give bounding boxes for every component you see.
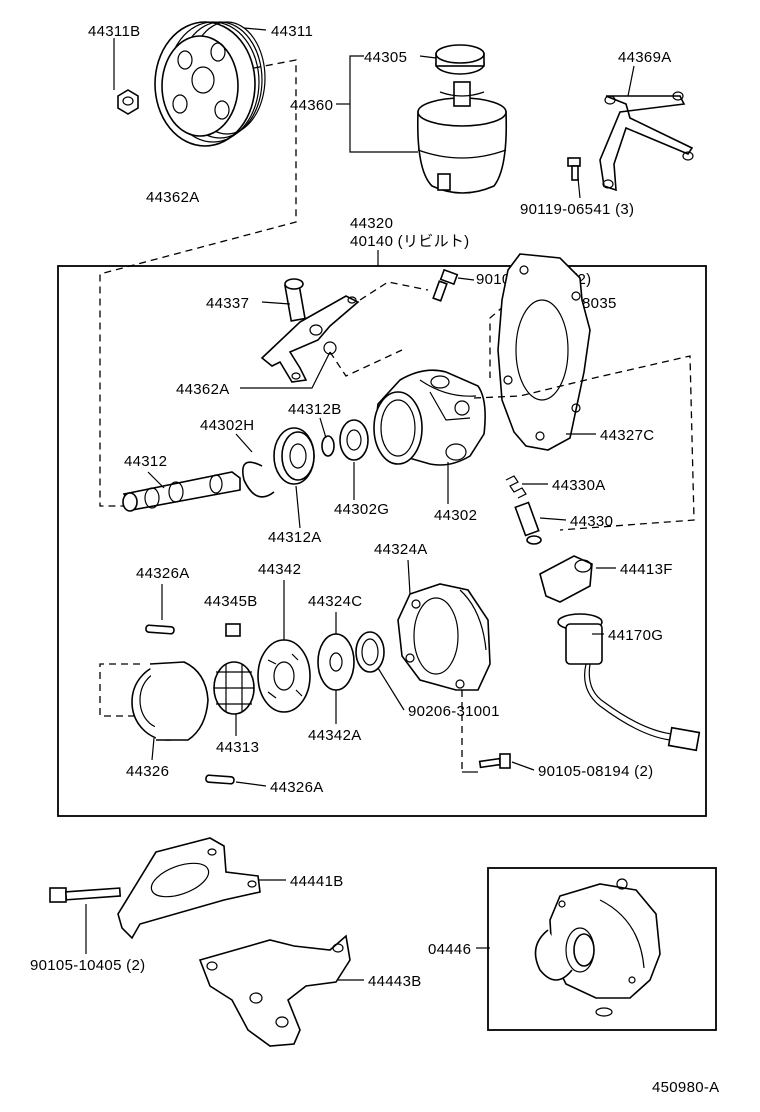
shaft-44312-drawing xyxy=(122,471,241,512)
label-44337: 44337 xyxy=(206,295,249,312)
cam-ring-44326-drawing xyxy=(131,661,209,741)
label-44302g: 44302G xyxy=(334,501,389,518)
rotor-44313-drawing xyxy=(213,661,255,715)
diagram-code: 450980-A xyxy=(652,1079,719,1096)
label-44342a: 44342A xyxy=(308,727,362,744)
label-44330: 44330 xyxy=(570,513,613,530)
label-44302h: 44302H xyxy=(200,417,254,434)
kit-frame xyxy=(487,867,717,1031)
spring-44330a-drawing xyxy=(505,475,527,499)
label-90119-06541: 90119-06541 (3) xyxy=(520,201,634,218)
label-90105-08194: 90105-08194 (2) xyxy=(538,763,653,780)
label-90105-10405: 90105-10405 (2) xyxy=(30,957,145,974)
bolt-90105-08194-drawing xyxy=(478,753,511,769)
bracket-44443b-drawing xyxy=(198,934,351,1047)
label-44369a: 44369A xyxy=(618,49,672,66)
kit-04446-drawing xyxy=(534,878,661,1017)
label-44362a-mid: 44362A xyxy=(176,381,230,398)
bolt-90105-08192-drawing xyxy=(432,268,459,302)
gasket-44327c-drawing xyxy=(497,253,591,451)
label-44320: 44320 xyxy=(350,215,393,232)
pulley-drawing xyxy=(154,21,266,147)
label-44313: 44313 xyxy=(216,739,259,756)
valve-44330-drawing xyxy=(514,501,542,545)
label-44324a: 44324A xyxy=(374,541,428,558)
bolt-90105-10405-drawing xyxy=(49,887,122,903)
label-44170g: 44170G xyxy=(608,627,663,644)
reservoir-drawing xyxy=(416,44,508,194)
label-44345b: 44345B xyxy=(204,593,258,610)
label-44326a-bottom: 44326A xyxy=(270,779,324,796)
bearing-44312a-drawing xyxy=(273,427,315,485)
label-44311b: 44311B xyxy=(88,23,140,40)
label-44305: 44305 xyxy=(364,49,407,66)
bracket-44337-drawing xyxy=(260,278,360,383)
cover-44324a-drawing xyxy=(397,583,491,691)
ring-44312b-drawing xyxy=(321,435,335,457)
bracket-44441b-drawing xyxy=(117,837,261,940)
bearing-44302g-drawing xyxy=(339,419,369,461)
label-40140: 40140 (リビルト) xyxy=(350,233,469,250)
nut-drawing xyxy=(117,89,139,115)
label-44324c: 44324C xyxy=(308,593,362,610)
label-44360: 44360 xyxy=(290,97,333,114)
label-04446: 04446 xyxy=(428,941,471,958)
label-44441b: 44441B xyxy=(290,873,344,890)
snap-ring-44302h-drawing xyxy=(242,461,275,498)
label-44327c: 44327C xyxy=(600,427,654,444)
label-44443b: 44443B xyxy=(368,973,422,990)
label-44362a-top: 44362A xyxy=(146,189,200,206)
washer-44342a-drawing xyxy=(317,633,355,691)
bracket-44369a-drawing xyxy=(599,91,694,192)
plate-44342-drawing xyxy=(257,639,311,713)
label-44312b: 44312B xyxy=(288,401,342,418)
label-44311: 44311 xyxy=(271,23,313,40)
pin-44326a-bottom-drawing xyxy=(205,774,235,785)
label-44326a-top: 44326A xyxy=(136,565,190,582)
label-44413f: 44413F xyxy=(620,561,673,578)
label-44312a: 44312A xyxy=(268,529,322,546)
pin-44326a-top-drawing xyxy=(145,624,175,635)
label-44326: 44326 xyxy=(126,763,169,780)
label-44302: 44302 xyxy=(434,507,477,524)
bolt-90119-06541-drawing xyxy=(567,157,581,181)
label-44330a: 44330A xyxy=(552,477,606,494)
ring-90206-31001-drawing xyxy=(355,631,385,673)
assembly-frame xyxy=(57,265,707,817)
label-90206-31001: 90206-31001 xyxy=(408,703,500,720)
pump-body-drawing xyxy=(373,369,486,466)
label-44342: 44342 xyxy=(258,561,301,578)
label-44312: 44312 xyxy=(124,453,167,470)
key-44345b-drawing xyxy=(225,623,241,637)
fitting-44413f-drawing xyxy=(539,555,593,603)
